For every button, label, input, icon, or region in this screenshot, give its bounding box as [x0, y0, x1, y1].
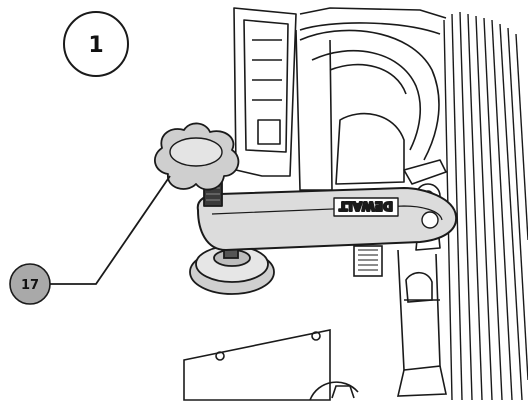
saw-base: [183, 245, 447, 401]
callout-number: 17: [21, 278, 39, 293]
callout-17: 17: [9, 175, 171, 305]
clamp-arm: DEWALT: [196, 187, 458, 251]
clamp-knob: [154, 122, 240, 207]
fence-rail: [443, 11, 528, 401]
step-number: 1: [88, 33, 103, 58]
step-badge: 1: [63, 11, 129, 77]
brand-logo: DEWALT: [338, 199, 393, 213]
